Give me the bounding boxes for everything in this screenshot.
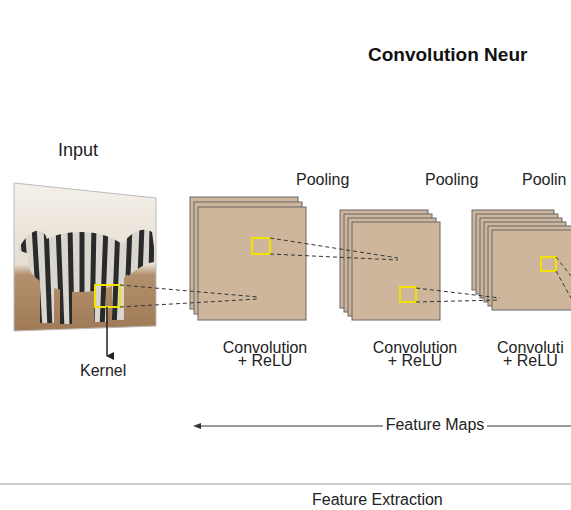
feature-maps-label: Feature Maps xyxy=(383,416,488,434)
pooling-label: Poolin xyxy=(522,171,566,189)
layer-label: Convoluti + ReLU xyxy=(497,341,564,367)
layer-label: Convolution + ReLU xyxy=(373,341,458,367)
feature-map-stack xyxy=(340,210,440,320)
input-label: Input xyxy=(58,140,98,161)
arrow-head xyxy=(193,423,201,429)
kernel-window xyxy=(541,257,556,271)
kernel-window xyxy=(252,238,270,254)
kernel-label: Kernel xyxy=(80,362,126,380)
section-label: Feature Extraction xyxy=(312,491,443,509)
diagram-title: Convolution Neur xyxy=(368,44,527,66)
layer-label: Convolution + ReLU xyxy=(223,341,308,367)
kernel-window xyxy=(400,287,416,302)
divider-line xyxy=(0,484,571,485)
pooling-label: Pooling xyxy=(296,171,349,189)
input-image xyxy=(10,183,160,356)
feature-map-stack xyxy=(472,210,571,310)
pooling-label: Pooling xyxy=(425,171,478,189)
projection-lines xyxy=(120,238,571,307)
